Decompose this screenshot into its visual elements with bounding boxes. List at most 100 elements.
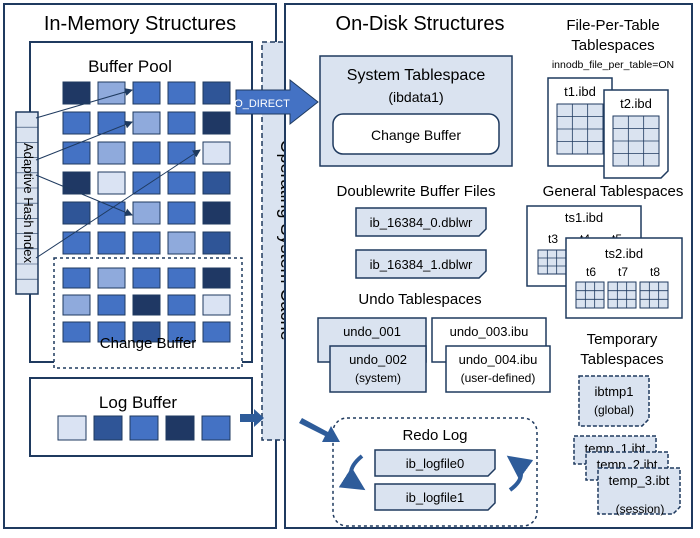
doublewrite-file-name: ib_16384_1.dblwr (370, 257, 473, 272)
temporary-tablespaces: ibtmp1(global)temp_1.ibttemp_2.ibttemp_3… (573, 375, 681, 516)
adaptive-hash-index: Adaptive Hash Index (15, 111, 39, 295)
table-grid (537, 249, 567, 275)
ts1-name: ts1.ibd (565, 210, 603, 225)
buffer-pool-page (202, 201, 231, 225)
file-per-table-files: t1.ibd t2.ibd (547, 77, 669, 179)
system-change-buffer-label: Change Buffer (371, 127, 461, 143)
buffer-pool-page (97, 231, 126, 255)
temp-session-file (597, 467, 681, 515)
log-buffer-to-os-arrow (240, 409, 264, 427)
change-buffer-page (132, 321, 161, 343)
change-buffer-page (97, 294, 126, 316)
temporary-tablespaces-title: Temporary (587, 331, 658, 348)
ts2-table-label: t7 (618, 265, 628, 279)
table-grid (575, 281, 605, 309)
buffer-pool-page (132, 81, 161, 105)
change-buffer-page (62, 321, 91, 343)
buffer-pool-page (132, 141, 161, 165)
system-tablespace: System Tablespace (ibdata1) Change Buffe… (319, 55, 513, 167)
o-direct-arrow: O_DIRECT (234, 78, 319, 126)
buffer-pool-page (202, 141, 231, 165)
undo-tablespace-name: undo_001 (343, 324, 401, 339)
redo-log-file (374, 483, 496, 511)
temporary-tablespaces-title-line2: Tablespaces (580, 351, 663, 368)
os-to-redo-log-arrow (299, 418, 340, 442)
buffer-pool-page (97, 201, 126, 225)
buffer-pool-page (62, 141, 91, 165)
redo-log-file-name: ib_logfile0 (406, 456, 465, 471)
buffer-pool-page (62, 171, 91, 195)
change-buffer-page (62, 294, 91, 316)
undo-tablespaces: undo_001(system)undo_002(system)undo_003… (317, 317, 551, 393)
file-per-table-file-name: t2.ibd (620, 96, 652, 111)
on-disk-title: On-Disk Structures (336, 13, 505, 35)
file-per-table-title: File-Per-Table (566, 17, 659, 34)
log-buffer-block (57, 415, 87, 441)
ts2-table-label: t8 (650, 265, 660, 279)
log-buffer-title: Log Buffer (99, 393, 177, 412)
change-buffer-page (167, 294, 196, 316)
buffer-pool-page (202, 111, 231, 135)
buffer-pool-pages (62, 81, 231, 255)
change-buffer-page (132, 294, 161, 316)
temp-global-type: (global) (594, 403, 634, 417)
temp-global-file (578, 375, 650, 427)
redo-cycle-arrow-right (506, 455, 534, 492)
file-per-table-title-line2: Tablespaces (571, 37, 654, 54)
log-buffer-block (93, 415, 123, 441)
system-tablespace-title: System Tablespace (347, 67, 486, 84)
ts2-name: ts2.ibd (605, 246, 643, 261)
buffer-pool-title: Buffer Pool (88, 57, 172, 76)
undo-tablespace-name: undo_004.ibu (459, 352, 538, 367)
doublewrite-title: Doublewrite Buffer Files (337, 183, 496, 200)
change-buffer-page (202, 294, 231, 316)
buffer-pool-page (167, 201, 196, 225)
general-tablespaces-title: General Tablespaces (543, 183, 684, 200)
change-buffer-page (202, 321, 231, 343)
change-buffer-pages (62, 267, 231, 343)
change-buffer-page (132, 267, 161, 289)
buffer-pool-page (167, 171, 196, 195)
buffer-pool-page (202, 81, 231, 105)
table-grid (607, 281, 637, 309)
buffer-pool-page (97, 171, 126, 195)
file-per-table-file-name: t1.ibd (564, 84, 596, 99)
change-buffer-page (167, 267, 196, 289)
buffer-pool-page (132, 201, 161, 225)
system-tablespace-file: (ibdata1) (388, 89, 443, 105)
table-grid (639, 281, 669, 309)
undo-tablespace (445, 345, 551, 393)
change-buffer-page (97, 267, 126, 289)
change-buffer-page (202, 267, 231, 289)
buffer-pool-page (62, 111, 91, 135)
change-buffer-page (62, 267, 91, 289)
o-direct-label: O_DIRECT (234, 98, 290, 110)
in-memory-panel: In-Memory Structures Buffer Pool Change … (3, 3, 277, 529)
buffer-pool-page (97, 141, 126, 165)
undo-tablespace-type: (user-defined) (461, 371, 536, 385)
temp-session-name: temp_3.ibt (609, 473, 670, 488)
log-buffer-block (201, 415, 231, 441)
undo-tablespace-type: (system) (355, 371, 401, 385)
buffer-pool-page (62, 201, 91, 225)
buffer-pool-page (132, 231, 161, 255)
hash-pointer-arrows (35, 88, 201, 259)
buffer-pool-page (167, 141, 196, 165)
buffer-pool-page (132, 111, 161, 135)
in-memory-title: In-Memory Structures (44, 13, 236, 35)
redo-log-file (374, 449, 496, 477)
temp-global-name: ibtmp1 (594, 384, 633, 399)
adaptive-hash-index-label: Adaptive Hash Index (21, 143, 36, 263)
log-buffer-block (129, 415, 159, 441)
temp-session-type: (session) (616, 502, 665, 516)
change-buffer-page (97, 321, 126, 343)
change-buffer-page (167, 321, 196, 343)
log-buffer-blocks (57, 415, 231, 441)
file-per-table-setting: innodb_file_per_table=ON (552, 59, 674, 71)
undo-tablespace (329, 345, 427, 393)
on-disk-panel: On-Disk Structures System Tablespace (ib… (284, 3, 693, 529)
